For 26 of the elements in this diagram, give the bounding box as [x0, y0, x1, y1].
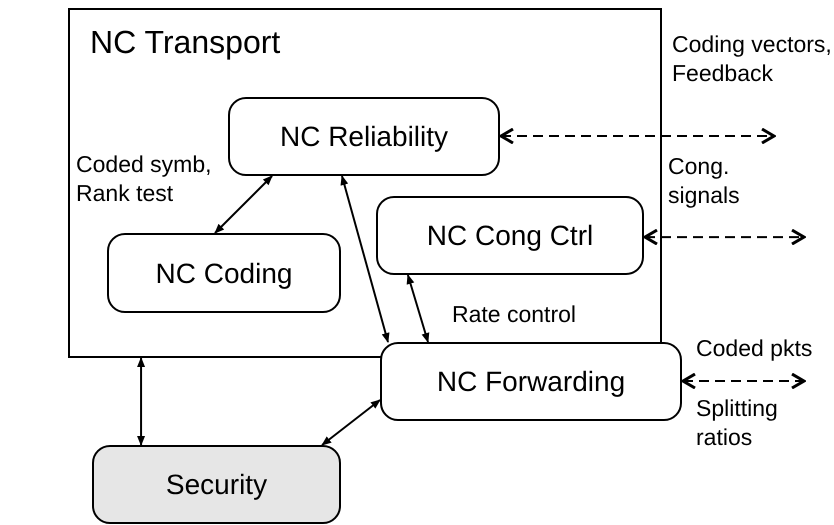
arrow	[214, 175, 273, 234]
process-box	[92, 445, 341, 524]
dashed-arrow	[644, 228, 806, 246]
group-box	[68, 8, 662, 358]
arrow	[340, 175, 390, 343]
annotation-text: Cong. signals	[668, 152, 741, 210]
box-label: NC Coding	[156, 256, 292, 290]
arrow	[406, 274, 430, 343]
dashed-arrow	[682, 372, 806, 390]
box-label: NC Forwarding	[436, 365, 626, 399]
box-label: Security	[166, 468, 268, 502]
annotation-text: Coded pkts	[696, 334, 814, 363]
group-title: NC Transport	[90, 23, 280, 62]
arrow	[137, 357, 146, 446]
box-label: NC Reliability	[280, 120, 448, 154]
dashed-arrow	[500, 128, 776, 145]
annotation-text: Coding vectors, Feedback	[672, 30, 832, 88]
arrow	[321, 399, 381, 446]
process-box	[107, 233, 341, 313]
box-label: NC Cong Ctrl	[426, 219, 594, 253]
process-box	[380, 342, 682, 421]
annotation-text: Splitting ratios	[696, 394, 779, 452]
process-box	[376, 196, 644, 275]
annotation-text: Rate control	[452, 300, 578, 329]
annotation-text: Coded symb, Rank test	[76, 150, 213, 208]
process-box	[228, 97, 500, 176]
